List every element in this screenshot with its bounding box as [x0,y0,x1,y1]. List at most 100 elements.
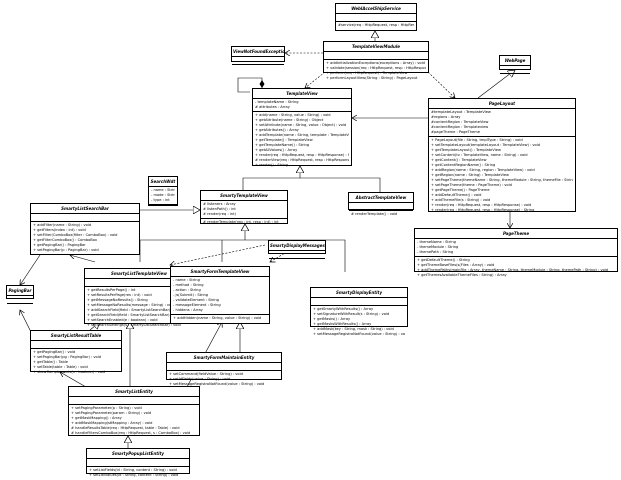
class-attributes [31,341,121,349]
class-smartylistentity[interactable]: SmartyListEntity+ setPagingParameter(p :… [68,386,200,436]
class-smartyformtemplateview[interactable]: SmartyFormTemplateView- name : String- m… [170,266,270,324]
class-operation: + setPagingParameter(param : String) : v… [71,411,152,415]
class-attribute: - validateElement : String [173,298,219,302]
class-pagelayout[interactable]: PageLayout#templateLayout : TemplateView… [428,98,576,212]
class-smartypopuplistentity[interactable]: SmartyPopupListEntity + setListFields(id … [86,448,190,477]
class-operations [149,205,177,207]
class-attribute: #regions : Array [431,115,461,119]
class-webiaccelshipservice[interactable]: WebIAccelShipService #service(req : HttpR… [335,3,417,31]
class-pagingbar[interactable]: PagingBar [6,285,34,304]
class-operations: # renderTemplate(req : int, resp : int) … [201,219,287,226]
class-attributes [269,251,325,259]
class-operations: #service(req : HttpRequest, resp : HttpR… [336,22,416,29]
connector-pl-webpage [477,70,515,99]
class-attribute: - templateName : String [255,100,299,104]
class-pagetheme[interactable]: PageTheme- themeName : String- themeModu… [414,228,618,277]
class-smartylistsearchbar[interactable]: SmartyListSearchBar+ addFilter(name : St… [30,203,140,255]
class-operation: + getMaskMapping() : Array [71,416,122,420]
class-operation: + setPagingBar(p : PagingBar) : void [33,248,99,252]
class-operations [269,259,325,261]
connector-sltv-stv [139,224,245,262]
class-operation: + getSearchField(field : SmartyListSearc… [87,313,181,317]
class-attribute: #contentRegion : Templateview [431,125,489,129]
class-attributes [232,57,284,65]
class-operation: + PageLayout(file : String, tmplType : S… [431,138,523,142]
class-operations: + getResultsPerPage() : int+ setResultsP… [85,287,193,329]
class-smartydisplaymessages[interactable]: SmartyDisplayMessages [268,240,326,259]
class-operation: # renderTemplate(req : int, resp : int) … [203,220,279,224]
class-operation: + setAttribute(name : String, value : Ob… [255,123,347,127]
class-operation: + getSmartyWithResults() : Array [313,307,374,311]
class-attributes: - name : String- method : String- action… [171,277,269,315]
class-name: SearchWdt [149,177,177,187]
class-smartydisplayentity[interactable]: SmartyDisplayEntity+ getSmartyWithResult… [310,287,408,336]
class-attribute: - themeModule : String [417,245,459,249]
class-operation: + addRegion(name : String, region : Temp… [431,168,535,172]
class-searchwdt[interactable]: SearchWdt- name : String- mode : String-… [148,176,178,206]
class-operations: + setCommand(fieldValue : String) : void… [167,371,281,388]
class-operation: + getTemplateLayout() : TemplateView [431,148,501,152]
class-operation: + setFilter(ComboBox(filter : ComboBox) … [33,233,118,237]
class-operations: # renderTemplate() : void [349,211,413,218]
class-attributes [69,397,199,405]
class-operation: # renderView(req : HttpRequest, resp : H… [255,158,349,162]
class-operation: + getPagingBar() : void [33,350,76,354]
class-operation: + getAttributes() : Array [255,128,299,132]
class-viewnotfoundexception[interactable]: ViewNotFoundException [231,46,285,65]
class-operation: + setSearchSettings(s : SmartyListSearch… [87,323,181,327]
class-operation: + setPagingBar(pg : PagingBar) : void [33,355,101,359]
class-attribute: - name : String [151,188,175,192]
class-operation: + setSignatureWithResult(s : String) : v… [313,312,390,316]
class-attributes: - name : String- mode : String- type : i… [149,187,177,205]
class-operation: + getMasksWithResults() : Array [313,322,372,326]
class-name: SmartyDisplayMessages [269,241,325,251]
class-attributes [336,14,416,22]
class-operation: + setListFields(id : String, content : S… [89,468,177,472]
class-operation: + setCommand(fieldValue : String) : void [169,372,243,376]
class-operation: + addInitializationExceptions(exceptions… [326,61,425,65]
connector-stv-tv [242,166,300,190]
class-name: SmartyPopupListEntity [87,449,189,459]
class-attribute: #contentRegion : TemplateView [431,120,489,124]
class-operation: + render() : String [255,163,289,167]
class-operations: + add(name : String, value : String) : v… [253,112,351,169]
class-name: SmartyFormMaintainEntity [167,353,281,363]
class-name: TemplateViewModule [324,42,428,52]
class-attribute: - themeName : String [417,240,456,244]
class-operation: + getTable() : Table [33,360,68,364]
class-name: AbstractTemplateView [349,193,413,203]
class-operation: # handleFiltersComboBox(req : HttpReques… [71,431,191,435]
connector-tvm-tv [305,71,326,88]
class-name: WebIAccelShipService [336,4,416,14]
class-templateview[interactable]: TemplateView- templateName : String# att… [252,88,352,169]
class-operation: # handleResultsTable(req : HttpRequest, … [71,426,180,430]
class-operation: + setIdFields(value : String) : void [169,377,231,381]
class-operation: # renderTemplate() : void [351,212,398,216]
class-attribute: - themePath : String [417,250,454,254]
class-operation: + setResultsPerPage(res : int) : void [87,293,152,297]
class-operation: + getFilterComboBox() : ComboBox [33,238,97,242]
class-attributes [167,363,281,371]
class-attribute: - action : String [173,288,201,292]
class-operation: + addMaskMapping(stMapping : Array) : vo… [71,421,153,425]
class-operations: + addFilter(name : String) : void + getFi… [31,222,139,254]
class-operation: + addThemePaths(mainFile : Array, themeN… [417,268,609,272]
class-smartytemplateview[interactable]: SmartyTemplateView# listeners : Array# l… [200,190,288,224]
class-name: SmartyFormTemplateView [171,267,269,277]
class-name: PagingBar [7,286,33,296]
class-attributes: - themeName : String- themeModule : Stri… [415,239,617,257]
class-abstracttemplateview[interactable]: AbstractTemplateView # renderTemplate() :… [348,192,414,216]
class-operation: + setMessageNoResults(message : String) … [87,303,175,307]
class-webpage[interactable]: WebPage [499,55,531,74]
class-attribute: - js(Submit) : String [173,293,209,297]
class-attributes [7,296,33,304]
class-operation: + addFilter(name : String) : void [33,223,92,227]
class-smartyformmaintainentity[interactable]: SmartyFormMaintainEntity + setCommand(fie… [166,352,282,386]
class-operation: + getDefaultTheme() : String [417,258,470,262]
class-templateviewmodule[interactable]: TemplateViewModule + addInitializationExc… [323,41,429,80]
class-smartylistresulttable[interactable]: SmartyListResultTable+ getPagingBar() : … [30,330,122,374]
connector-sdm-sltv [170,244,266,265]
class-operation: + getPagingBar() : PagingBar [33,243,86,247]
class-operation: + setSearchEnabled(e : boolean) : void [87,318,158,322]
class-attributes: #templateLayout : TemplateView#regions :… [429,109,575,137]
